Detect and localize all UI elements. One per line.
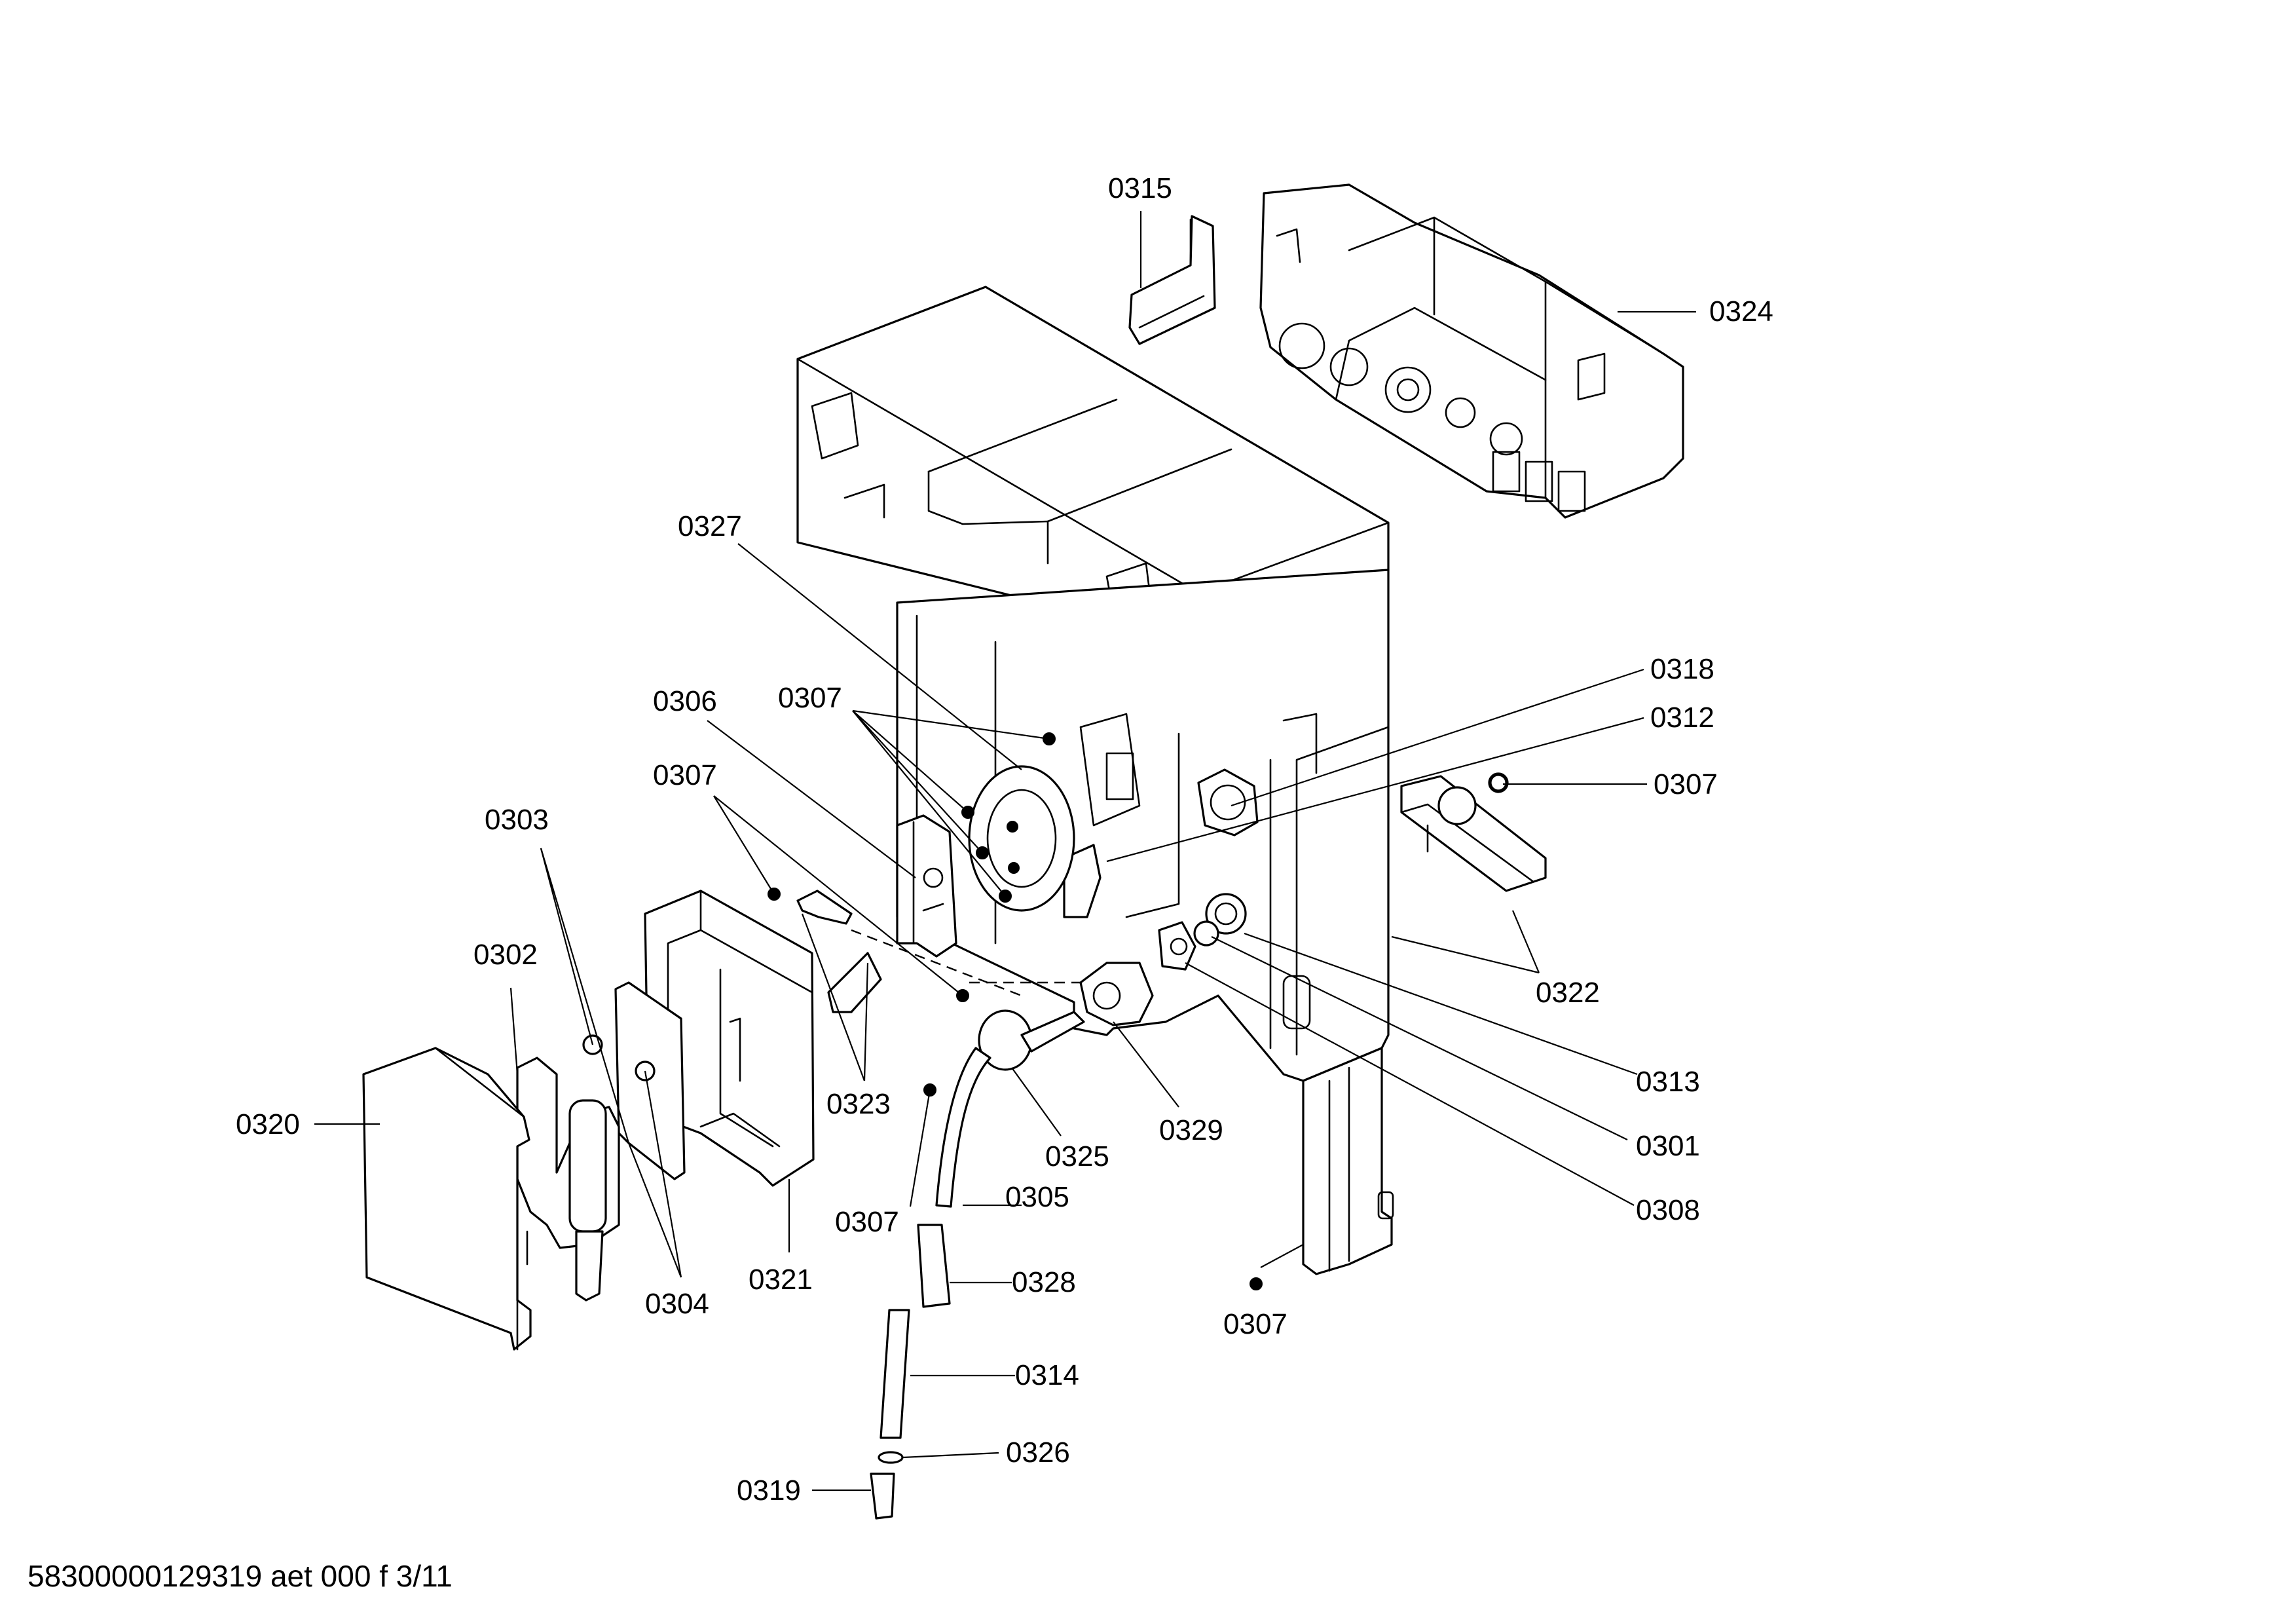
label-0304: 0304 — [645, 1288, 709, 1320]
label-0305: 0305 — [1005, 1181, 1069, 1213]
label-0325: 0325 — [1045, 1140, 1109, 1173]
label-0315: 0315 — [1108, 172, 1172, 204]
diagram-caption: 58300000129319 aet 000 f 3/11 — [28, 1559, 453, 1593]
label-0307-bottom: 0307 — [835, 1206, 899, 1238]
screws — [768, 732, 1508, 1290]
label-0321: 0321 — [749, 1264, 813, 1296]
label-0329: 0329 — [1159, 1114, 1223, 1146]
part-0322-arm — [1400, 772, 1547, 892]
leader-lines — [314, 211, 1696, 1492]
label-0312: 0312 — [1650, 702, 1714, 734]
part-0315-bracket — [1128, 215, 1216, 345]
label-0307-top: 0307 — [778, 682, 842, 714]
label-0319: 0319 — [737, 1474, 801, 1507]
part-0306-hinge — [896, 814, 957, 958]
label-0306: 0306 — [653, 685, 717, 717]
label-0328: 0328 — [1012, 1266, 1076, 1298]
label-0308: 0308 — [1636, 1194, 1700, 1226]
main-housing — [796, 286, 1394, 1275]
housing-fittings — [968, 765, 1259, 1026]
label-0320: 0320 — [236, 1108, 300, 1140]
label-0314: 0314 — [1015, 1359, 1079, 1391]
part-0304-plates — [582, 981, 686, 1180]
label-0326: 0326 — [1006, 1436, 1070, 1469]
label-0302: 0302 — [473, 939, 538, 971]
part-0324-control-module — [1259, 183, 1684, 519]
label-0307-low: 0307 — [1223, 1308, 1287, 1340]
part-0302-pump — [516, 1057, 620, 1302]
label-0322: 0322 — [1536, 977, 1600, 1009]
label-0318: 0318 — [1650, 653, 1714, 685]
tubing-assembly — [870, 1009, 1085, 1520]
label-0303: 0303 — [485, 804, 549, 836]
label-0323: 0323 — [826, 1088, 891, 1120]
label-0327: 0327 — [678, 510, 742, 542]
label-0313: 0313 — [1636, 1066, 1700, 1098]
label-0301: 0301 — [1636, 1130, 1700, 1162]
label-0307-right: 0307 — [1654, 768, 1718, 800]
part-0320-cover — [362, 1047, 532, 1351]
part-labels: 0315 0324 0327 0318 0312 0307 0306 0307 … — [236, 172, 1773, 1507]
label-0307-left: 0307 — [653, 759, 717, 791]
label-0324: 0324 — [1709, 295, 1773, 328]
